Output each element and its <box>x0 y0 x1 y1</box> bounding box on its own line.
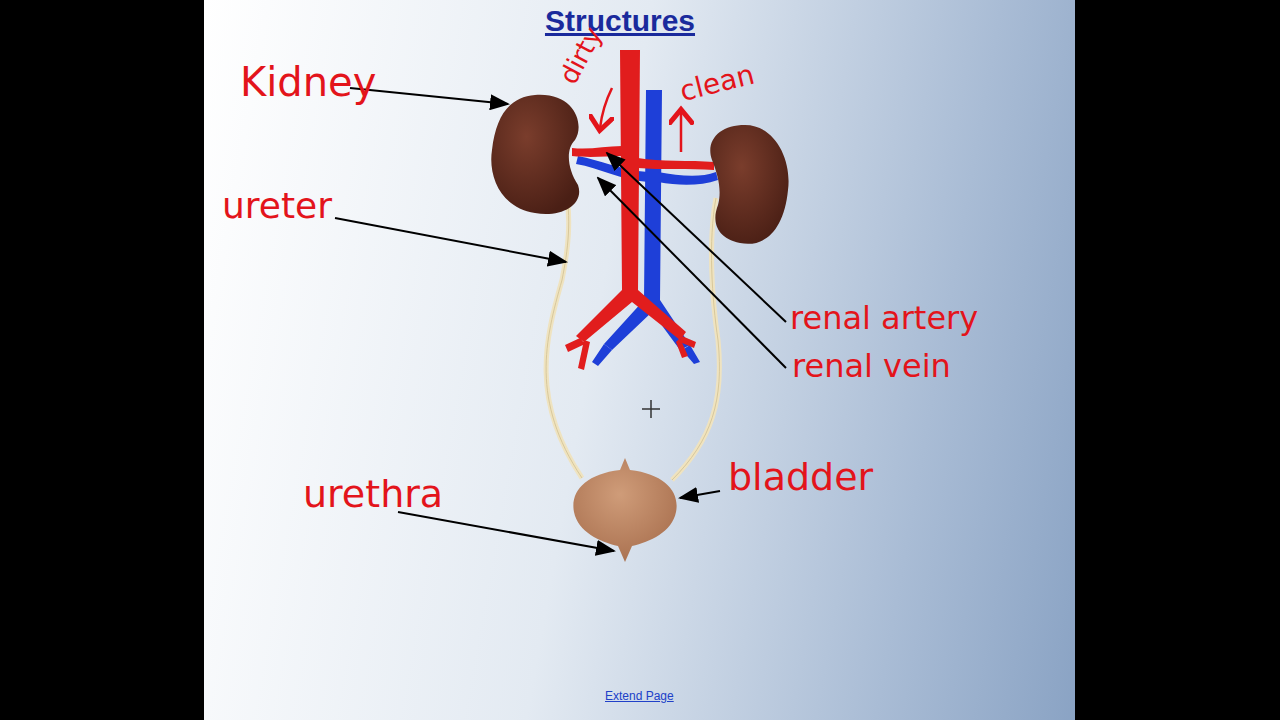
ureter-tube <box>546 182 582 478</box>
slide-title: Structures <box>545 4 695 37</box>
part-label: renal artery <box>790 302 978 334</box>
part-label: urethra <box>303 475 443 513</box>
leader-line <box>680 491 720 498</box>
leader-line <box>335 218 566 262</box>
kidney-organ <box>491 95 579 214</box>
title-wrap: Structures <box>0 4 1280 38</box>
renal-vein-vessel <box>658 172 718 185</box>
flow-arrow <box>600 88 612 128</box>
part-label: ureter <box>222 188 332 224</box>
leader-line <box>598 178 786 368</box>
move-cursor <box>642 400 660 418</box>
page-link: Extend Page <box>605 690 674 702</box>
part-label: renal vein <box>792 350 951 382</box>
kidney-organ <box>710 125 788 244</box>
renal-artery-vessel <box>638 158 714 170</box>
leader-line <box>398 512 614 551</box>
renal-artery-vessel <box>572 146 622 157</box>
iliac-artery <box>565 336 696 370</box>
part-label: Kidney <box>240 62 376 102</box>
aorta <box>576 50 686 342</box>
part-label: bladder <box>728 458 873 496</box>
flow-arrow <box>680 112 683 152</box>
ureter-edge <box>546 182 582 478</box>
leader-line <box>607 153 786 322</box>
